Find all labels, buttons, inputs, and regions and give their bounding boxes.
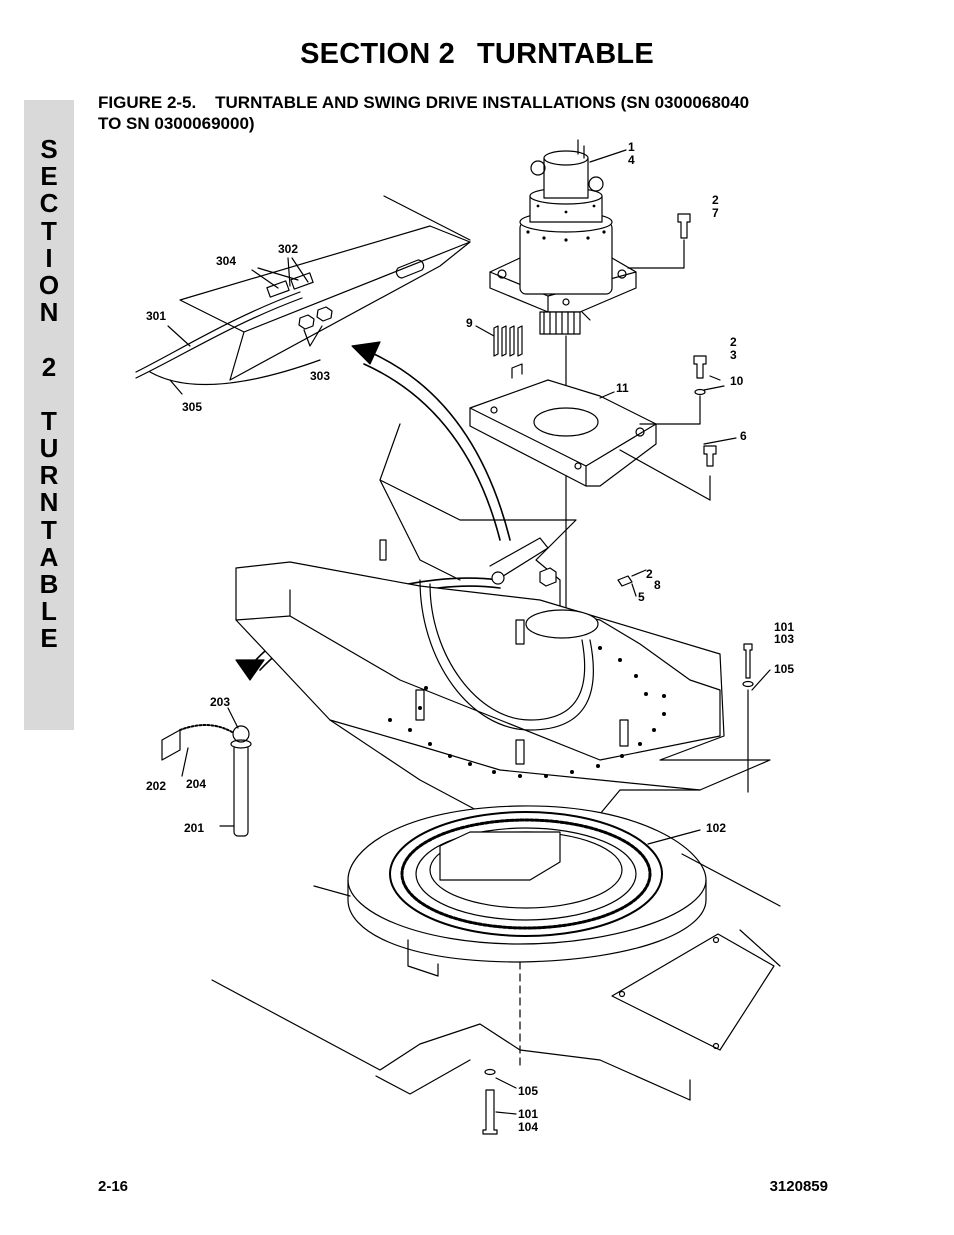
callout-303: 303: [310, 369, 330, 383]
callout-11: 11: [616, 381, 629, 395]
side-tab-letter: O: [38, 269, 60, 300]
swing-drive-gearbox: [489, 139, 637, 335]
flow-arrow-upper: [351, 341, 511, 541]
callout-103: 103: [774, 632, 794, 646]
callout-105: 105: [774, 662, 794, 676]
callout-2: 2: [730, 335, 737, 349]
callout-3: 3: [730, 348, 737, 362]
callout-6: 6: [740, 429, 747, 443]
weldment-bolt-holes: [388, 646, 666, 778]
side-tab-letter: T: [41, 215, 57, 246]
callout-105: 105: [518, 1084, 538, 1098]
swing-bearing-item-102: [347, 805, 707, 1067]
section-label: SECTION 2: [300, 38, 456, 70]
callout-101: 101: [518, 1107, 538, 1121]
bolt-item-3: [639, 355, 707, 425]
side-tab-letter: C: [39, 188, 59, 219]
callout-leaders: [167, 149, 771, 845]
pin-assembly: [161, 707, 252, 837]
callout-labels: 1 4 2 7 9 2 3 10 11 6 2 8 5 101 103 105 …: [146, 140, 794, 1134]
callout-305: 305: [182, 400, 202, 414]
side-tab-letter: R: [39, 460, 59, 491]
callout-5: 5: [638, 590, 645, 604]
callout-203: 203: [210, 695, 230, 709]
side-tab-letter: E: [40, 161, 58, 192]
hose-assembly: [135, 195, 471, 386]
shims-item-9: [493, 325, 523, 357]
callout-7: 7: [712, 206, 719, 220]
callout-4: 4: [628, 153, 635, 167]
side-tab-letter: T: [41, 405, 57, 436]
side-tab-letter: T: [41, 514, 57, 545]
callout-101: 101: [774, 620, 794, 634]
mounting-plate-item-11: [469, 363, 657, 487]
figure-title-line-1: FIGURE 2-5. TURNTABLE AND SWING DRIVE IN…: [98, 93, 750, 112]
side-tab-letter: N: [39, 487, 59, 518]
side-tab-letters: S E C T I O N 2 T U R N T A B L E: [24, 134, 74, 654]
callout-304: 304: [216, 254, 236, 268]
side-tab-letter: I: [45, 242, 53, 273]
figure-title-line-2: TO SN 0300069000): [98, 114, 255, 133]
callout-104: 104: [518, 1120, 538, 1134]
fastener-item-5: [617, 569, 647, 597]
section-title: TURNTABLE: [477, 38, 654, 70]
page-number: 2-16: [98, 1178, 129, 1195]
side-tab-letter: A: [39, 541, 59, 572]
callout-204: 204: [186, 777, 206, 791]
section-side-tab: S E C T I O N 2 T U R N T A B L E: [24, 100, 74, 730]
side-tab-letter: N: [39, 297, 59, 328]
side-tab-letter: E: [40, 623, 58, 654]
callout-1: 1: [628, 140, 635, 154]
callout-301: 301: [146, 309, 166, 323]
callout-302: 302: [278, 242, 298, 256]
callout-2: 2: [712, 193, 719, 207]
callout-8: 8: [654, 578, 661, 592]
bolt-item-6: [619, 445, 717, 501]
figure-title: FIGURE 2-5. TURNTABLE AND SWING DRIVE IN…: [98, 92, 858, 134]
callout-202: 202: [146, 779, 166, 793]
page-header: SECTION 2 TURNTABLE: [0, 38, 954, 71]
chassis-outline: [211, 853, 781, 1101]
side-tab-letter: B: [39, 569, 59, 599]
document-number: 3120859: [769, 1178, 828, 1195]
callout-2: 2: [646, 567, 653, 581]
callout-9: 9: [466, 316, 473, 330]
bolt-item-101-104: [482, 1068, 517, 1135]
callout-10: 10: [730, 374, 744, 388]
side-tab-letter: S: [40, 134, 58, 164]
side-tab-letter: U: [39, 433, 59, 464]
callout-102: 102: [706, 821, 726, 835]
side-tab-letter: 2: [41, 351, 57, 382]
bolt-item-101-103: [742, 643, 754, 793]
turntable-weldment: [235, 423, 771, 827]
callout-201: 201: [184, 821, 204, 835]
bolt-item-7: [627, 213, 691, 269]
side-tab-letter: L: [41, 596, 57, 627]
